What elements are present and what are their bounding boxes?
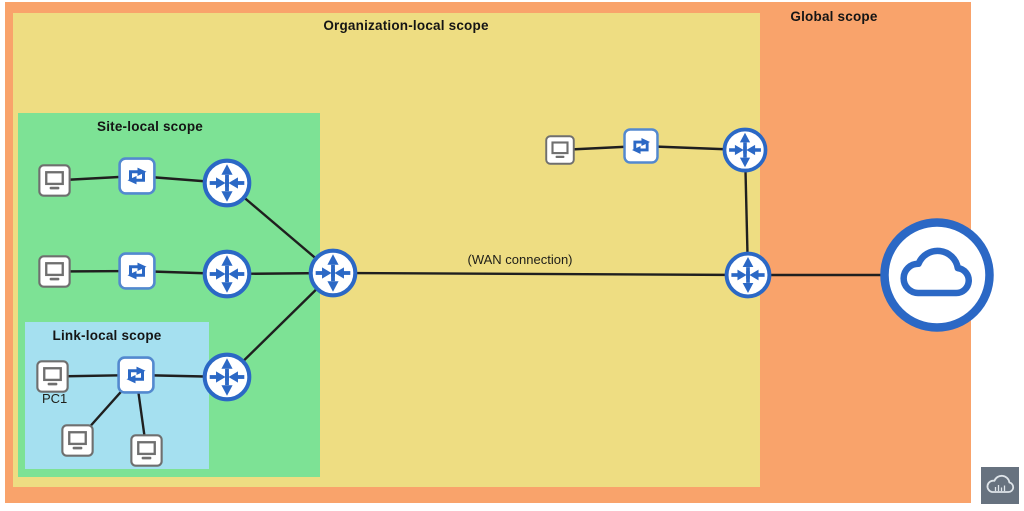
connection-line — [332, 271, 749, 277]
pc-icon — [130, 434, 163, 467]
pc-icon — [38, 255, 71, 288]
switch-icon — [623, 128, 659, 164]
router-icon — [202, 249, 252, 299]
router-icon — [308, 248, 358, 298]
cloud-circuit-logo-icon — [981, 467, 1019, 504]
router-icon — [202, 352, 252, 402]
switch-icon — [118, 252, 156, 290]
connection-line — [226, 272, 334, 378]
router-icon — [202, 158, 252, 208]
pc1-label: PC1 — [42, 391, 68, 406]
wan-connection-label: (WAN connection) — [467, 252, 573, 267]
internet-cloud-icon — [878, 216, 996, 334]
switch-icon — [117, 356, 155, 394]
pc-icon — [61, 424, 94, 457]
pc-icon — [36, 360, 69, 393]
switch-icon — [118, 157, 156, 195]
pc-icon — [38, 164, 71, 197]
global-scope-label: Global scope — [790, 9, 878, 24]
pc-icon — [545, 135, 575, 165]
organization-scope-label: Organization-local scope — [323, 18, 489, 33]
router-icon — [722, 127, 768, 173]
link-scope-label: Link-local scope — [52, 328, 162, 343]
router-icon — [724, 251, 772, 299]
site-scope-label: Site-local scope — [97, 119, 203, 134]
